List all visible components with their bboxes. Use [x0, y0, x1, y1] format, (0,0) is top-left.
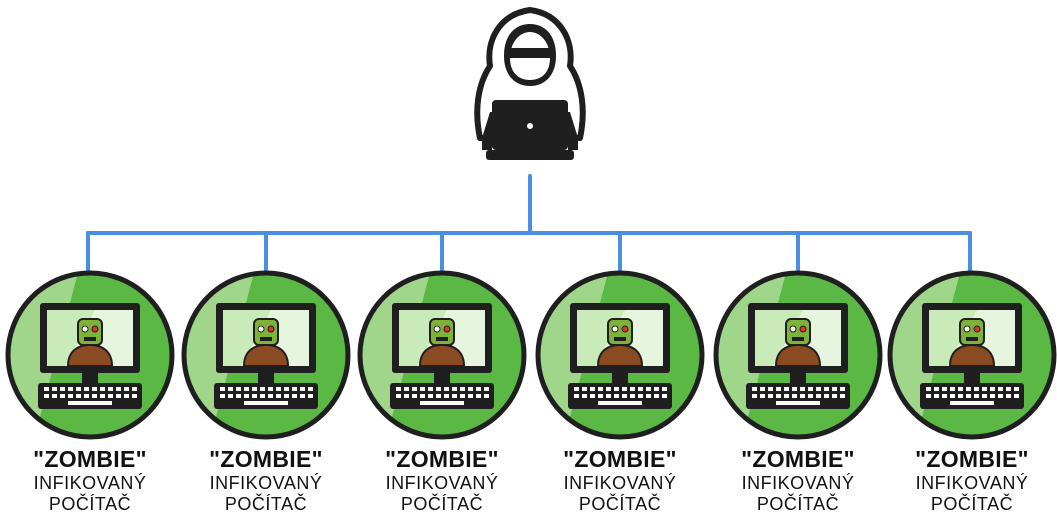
node-subtitle: INFIKOVANÝ	[741, 473, 855, 494]
zombie-computer-node	[357, 270, 527, 440]
zombie-computer-node	[5, 270, 175, 440]
node-subtitle: INFIKOVANÝ	[33, 473, 147, 494]
node-subtitle: POČÍTAČ	[400, 494, 484, 515]
hooded-hacker-with-laptop-icon	[474, 7, 586, 160]
zombie-computer-node	[713, 270, 883, 440]
node-subtitle: INFIKOVANÝ	[385, 473, 499, 494]
node-title: "ZOMBIE"	[385, 446, 499, 472]
zombie-computer-icon	[887, 270, 1057, 440]
zombie-computer-icon	[5, 270, 175, 440]
zombie-computer-node	[887, 270, 1057, 440]
node-subtitle: INFIKOVANÝ	[209, 473, 323, 494]
node-subtitle: INFIKOVANÝ	[915, 473, 1029, 494]
zombie-computer-node	[181, 270, 351, 440]
node-subtitle: POČÍTAČ	[224, 494, 308, 515]
node-subtitle: INFIKOVANÝ	[563, 473, 677, 494]
zombie-computer-icon	[713, 270, 883, 440]
node-title: "ZOMBIE"	[563, 446, 677, 472]
zombie-computer-icon	[535, 270, 705, 440]
zombie-computer-node	[535, 270, 705, 440]
node-subtitle: POČÍTAČ	[578, 494, 662, 515]
node-title: "ZOMBIE"	[209, 446, 323, 472]
zombie-computer-icon	[357, 270, 527, 440]
zombie-nodes	[5, 270, 1057, 440]
connector-lines	[86, 174, 972, 272]
zombie-computer-icon	[181, 270, 351, 440]
node-subtitle: POČÍTAČ	[930, 494, 1014, 515]
node-title: "ZOMBIE"	[915, 446, 1029, 472]
node-title: "ZOMBIE"	[33, 446, 147, 472]
node-subtitle: POČÍTAČ	[48, 494, 132, 515]
node-title: "ZOMBIE"	[741, 446, 855, 472]
node-subtitle: POČÍTAČ	[756, 494, 840, 515]
